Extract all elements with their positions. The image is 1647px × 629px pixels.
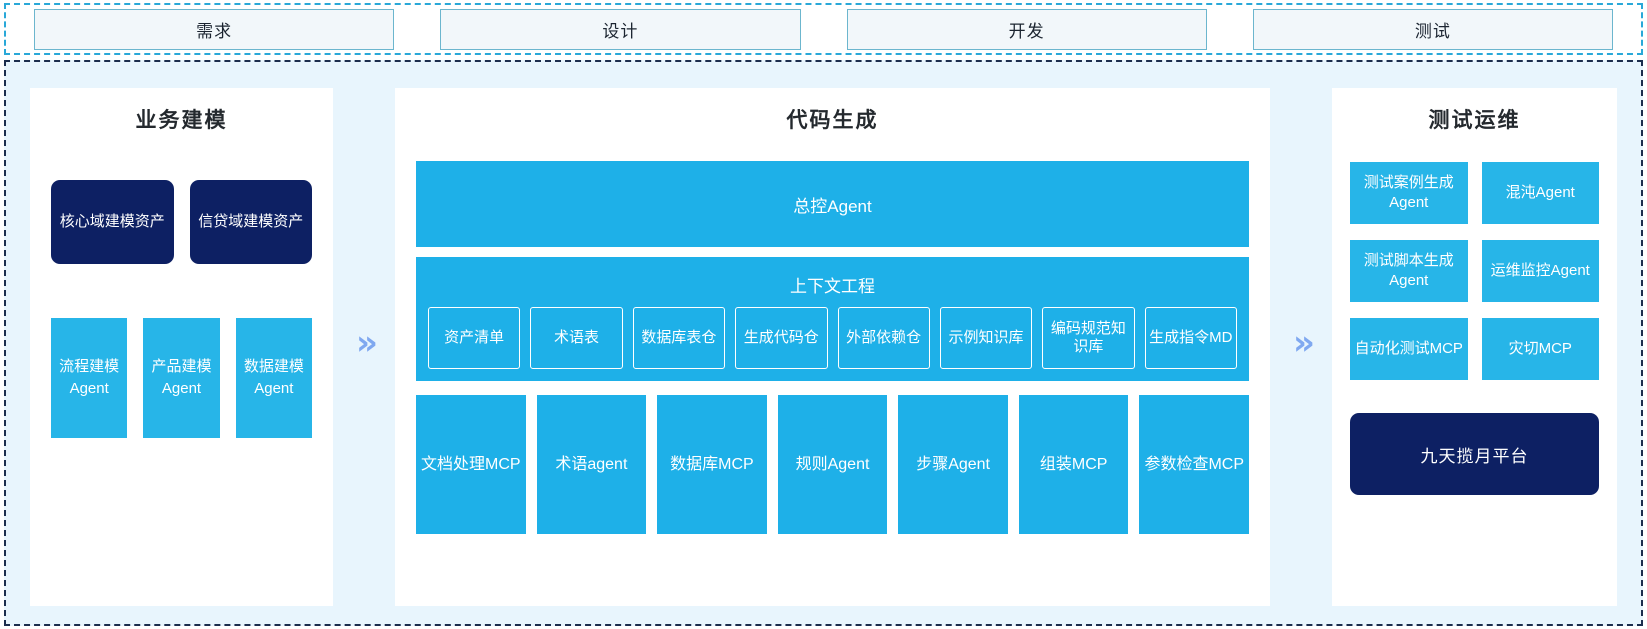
context-engineering-items: 资产清单 术语表 数据库表仓 生成代码仓 外部依赖仓 示例知 (424, 307, 1241, 369)
phase-box-development[interactable]: 开发 (846, 8, 1207, 50)
context-item-example-knowledge-base[interactable]: 示例知识库 (939, 307, 1033, 369)
platform-label: 九天揽月平台 (1420, 446, 1529, 466)
testops-box-test-case-generation-agent[interactable]: 测试案例生成Agent (1350, 162, 1468, 224)
phase-box-design[interactable]: 设计 (440, 8, 801, 50)
test-operations-grid: 测试案例生成Agent 混沌Agent 测试脚本生成Agent 运维监控Agen… (1332, 162, 1617, 380)
platform-box-jiutian-lanyue[interactable]: 九天揽月平台 (1350, 413, 1599, 495)
phase-label: 需求 (196, 21, 233, 41)
master-control-agent-label: 总控Agent (793, 196, 872, 216)
context-item-label: 资产清单 (444, 328, 505, 346)
testops-label: 测试脚本生成Agent (1363, 251, 1454, 289)
testops-box-chaos-agent[interactable]: 混沌Agent (1481, 162, 1599, 224)
panel-test-operations: 测试运维 测试案例生成Agent 混沌Agent 测试脚本生成Agent 运维监… (1332, 88, 1617, 606)
phase-box-testing[interactable]: 测试 (1252, 8, 1613, 50)
flow-arrow-left: » (333, 62, 395, 624)
tool-box-rule-agent[interactable]: 规则Agent (777, 395, 888, 534)
double-chevron-right-icon: » (356, 323, 378, 363)
agent-box-product-modeling[interactable]: 产品建模Agent (143, 318, 220, 438)
business-assets-row: 核心域建模资产 信贷域建模资产 (30, 180, 333, 264)
context-item-external-dependency-repo[interactable]: 外部依赖仓 (837, 307, 930, 369)
tool-label: 参数检查MCP (1144, 455, 1245, 473)
agent-label: 流程建模Agent (59, 357, 120, 398)
context-item-label: 数据库表仓 (641, 328, 717, 346)
master-control-agent-box[interactable]: 总控Agent (416, 161, 1249, 247)
context-item-label: 生成指令MD (1149, 328, 1233, 346)
testops-label: 混沌Agent (1505, 183, 1575, 201)
context-item-label: 编码规范知识库 (1050, 319, 1126, 355)
context-engineering-title: 上下文工程 (790, 277, 875, 296)
context-item-coding-standard-kb[interactable]: 编码规范知识库 (1042, 307, 1135, 369)
asset-label: 核心域建模资产 (59, 212, 165, 230)
code-generation-tools-row: 文档处理MCP 术语agent 数据库MCP 规则Agent 步骤Agent 组… (416, 395, 1250, 534)
panel-title-business-modeling: 业务建模 (135, 109, 228, 132)
phase-label: 设计 (602, 21, 639, 41)
agent-box-data-modeling[interactable]: 数据建模Agent (235, 318, 312, 438)
testops-label: 自动化测试MCP (1354, 339, 1463, 357)
tool-box-document-processing-mcp[interactable]: 文档处理MCP (416, 395, 526, 534)
testops-box-automated-test-mcp[interactable]: 自动化测试MCP (1350, 318, 1468, 380)
asset-label: 信贷域建模资产 (198, 212, 304, 230)
testops-box-disaster-switch-mcp[interactable]: 灾切MCP (1481, 318, 1599, 380)
phase-label: 开发 (1008, 21, 1045, 41)
tool-label: 文档处理MCP (421, 455, 521, 473)
agent-label: 产品建模Agent (151, 357, 212, 398)
agent-label: 数据建模Agent (243, 357, 304, 398)
asset-box-credit-domain[interactable]: 信贷域建模资产 (189, 180, 312, 264)
panel-code-generation: 代码生成 总控Agent 上下文工程 资产清单 术语表 数据库表仓 (395, 88, 1270, 606)
asset-box-core-domain[interactable]: 核心域建模资产 (51, 180, 174, 264)
tool-box-database-mcp[interactable]: 数据库MCP (657, 395, 767, 534)
tool-box-glossary-agent[interactable]: 术语agent (536, 395, 647, 534)
context-item-label: 外部依赖仓 (846, 328, 922, 346)
context-item-label: 生成代码仓 (743, 328, 819, 346)
context-item-label: 示例知识库 (948, 328, 1024, 346)
testops-label: 运维监控Agent (1490, 261, 1590, 279)
phase-label: 测试 (1414, 21, 1451, 41)
phase-strip: 需求 设计 开发 测试 (4, 3, 1643, 55)
testops-box-test-script-generation-agent[interactable]: 测试脚本生成Agent (1350, 240, 1468, 302)
panel-title-test-operations: 测试运维 (1428, 109, 1521, 132)
context-item-asset-list[interactable]: 资产清单 (428, 307, 521, 369)
testops-label: 测试案例生成Agent (1363, 173, 1454, 211)
context-item-glossary[interactable]: 术语表 (530, 307, 623, 369)
double-chevron-right-icon: » (1293, 323, 1315, 363)
tool-box-step-agent[interactable]: 步骤Agent (898, 395, 1008, 534)
tool-box-assembly-mcp[interactable]: 组装MCP (1018, 395, 1129, 534)
context-item-generated-code-repo[interactable]: 生成代码仓 (735, 307, 828, 369)
context-item-generation-instruction-md[interactable]: 生成指令MD (1144, 307, 1237, 369)
panel-business-modeling: 业务建模 核心域建模资产 信贷域建模资产 流程建模Agent 产品建模Agent… (30, 88, 333, 606)
tool-label: 规则Agent (795, 455, 870, 473)
business-agents-row: 流程建模Agent 产品建模Agent 数据建模Agent (30, 318, 333, 438)
flow-arrow-right: » (1270, 62, 1332, 624)
testops-label: 灾切MCP (1508, 339, 1572, 357)
testops-box-ops-monitoring-agent[interactable]: 运维监控Agent (1481, 240, 1599, 302)
tool-label: 组装MCP (1039, 455, 1108, 473)
architecture-diagram-frame: 业务建模 核心域建模资产 信贷域建模资产 流程建模Agent 产品建模Agent… (4, 60, 1643, 626)
tool-label: 术语agent (555, 455, 628, 473)
context-item-label: 术语表 (554, 328, 600, 346)
code-generation-body: 总控Agent 上下文工程 资产清单 术语表 数据库表仓 生成代码仓 (395, 134, 1270, 534)
context-engineering-section: 上下文工程 资产清单 术语表 数据库表仓 生成代码仓 外部依赖仓 (416, 257, 1249, 381)
tool-label: 步骤Agent (916, 455, 991, 473)
context-item-db-table-repo[interactable]: 数据库表仓 (632, 307, 726, 369)
tool-box-parameter-check-mcp[interactable]: 参数检查MCP (1139, 395, 1250, 534)
agent-box-process-modeling[interactable]: 流程建模Agent (51, 318, 128, 438)
panel-title-code-generation: 代码生成 (786, 109, 879, 132)
tool-label: 数据库MCP (670, 455, 754, 473)
phase-box-requirements[interactable]: 需求 (34, 8, 395, 50)
